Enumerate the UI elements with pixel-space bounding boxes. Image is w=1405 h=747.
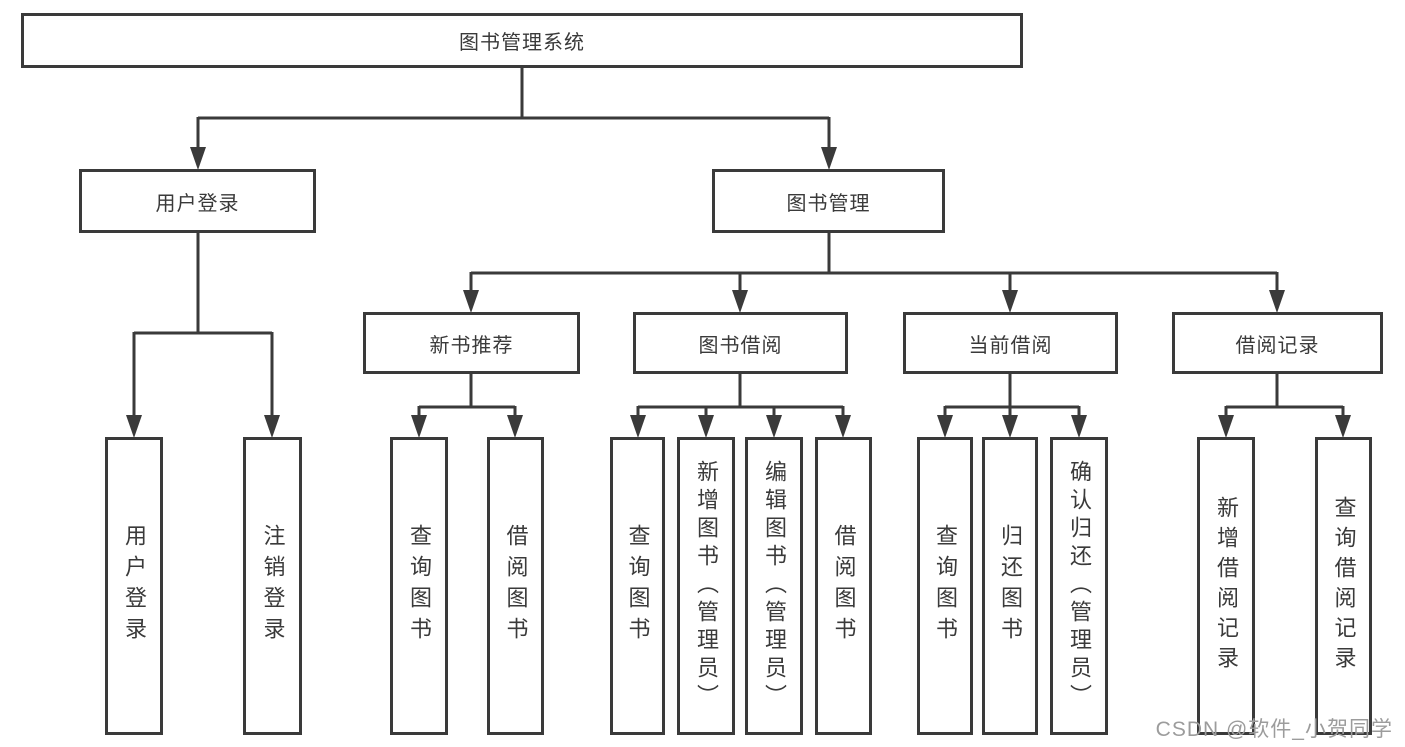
node-book-borrowing-label: 图书借阅 — [698, 334, 783, 357]
node-current-borrowing: 当前借阅 — [903, 312, 1118, 374]
leaf-query-books-borrow: 查询图书 — [610, 437, 665, 735]
leaf-edit-books-admin: 编辑图书（管理员） — [745, 437, 803, 735]
node-book-management: 图书管理 — [712, 169, 945, 233]
leaf-logout: 注销登录 — [243, 437, 302, 735]
node-new-book-recommend: 新书推荐 — [363, 312, 580, 374]
watermark: CSDN @软件_小贺同学 — [1155, 718, 1393, 741]
leaf-query-borrow-record: 查询借阅记录 — [1315, 437, 1372, 735]
node-current-borrowing-label: 当前借阅 — [968, 334, 1053, 357]
leaf-user-login: 用户登录 — [105, 437, 163, 735]
leaf-add-books-admin: 新增图书（管理员） — [677, 437, 735, 735]
node-new-book-recommend-label: 新书推荐 — [429, 334, 514, 357]
leaf-add-borrow-record: 新增借阅记录 — [1197, 437, 1255, 735]
node-borrowing-records-label: 借阅记录 — [1235, 334, 1320, 357]
leaf-confirm-return-admin: 确认归还（管理员） — [1050, 437, 1108, 735]
leaf-query-books-current: 查询图书 — [917, 437, 973, 735]
leaf-borrow-books-recommend: 借阅图书 — [487, 437, 544, 735]
node-user-login: 用户登录 — [79, 169, 316, 233]
node-book-borrowing: 图书借阅 — [633, 312, 848, 374]
node-root: 图书管理系统 — [21, 13, 1023, 68]
leaf-query-books-recommend: 查询图书 — [390, 437, 448, 735]
node-book-management-label: 图书管理 — [786, 192, 871, 215]
node-user-login-label: 用户登录 — [155, 192, 240, 215]
node-root-label: 图书管理系统 — [459, 32, 585, 54]
leaf-borrow-books: 借阅图书 — [815, 437, 872, 735]
node-borrowing-records: 借阅记录 — [1172, 312, 1383, 374]
leaf-return-books: 归还图书 — [982, 437, 1038, 735]
